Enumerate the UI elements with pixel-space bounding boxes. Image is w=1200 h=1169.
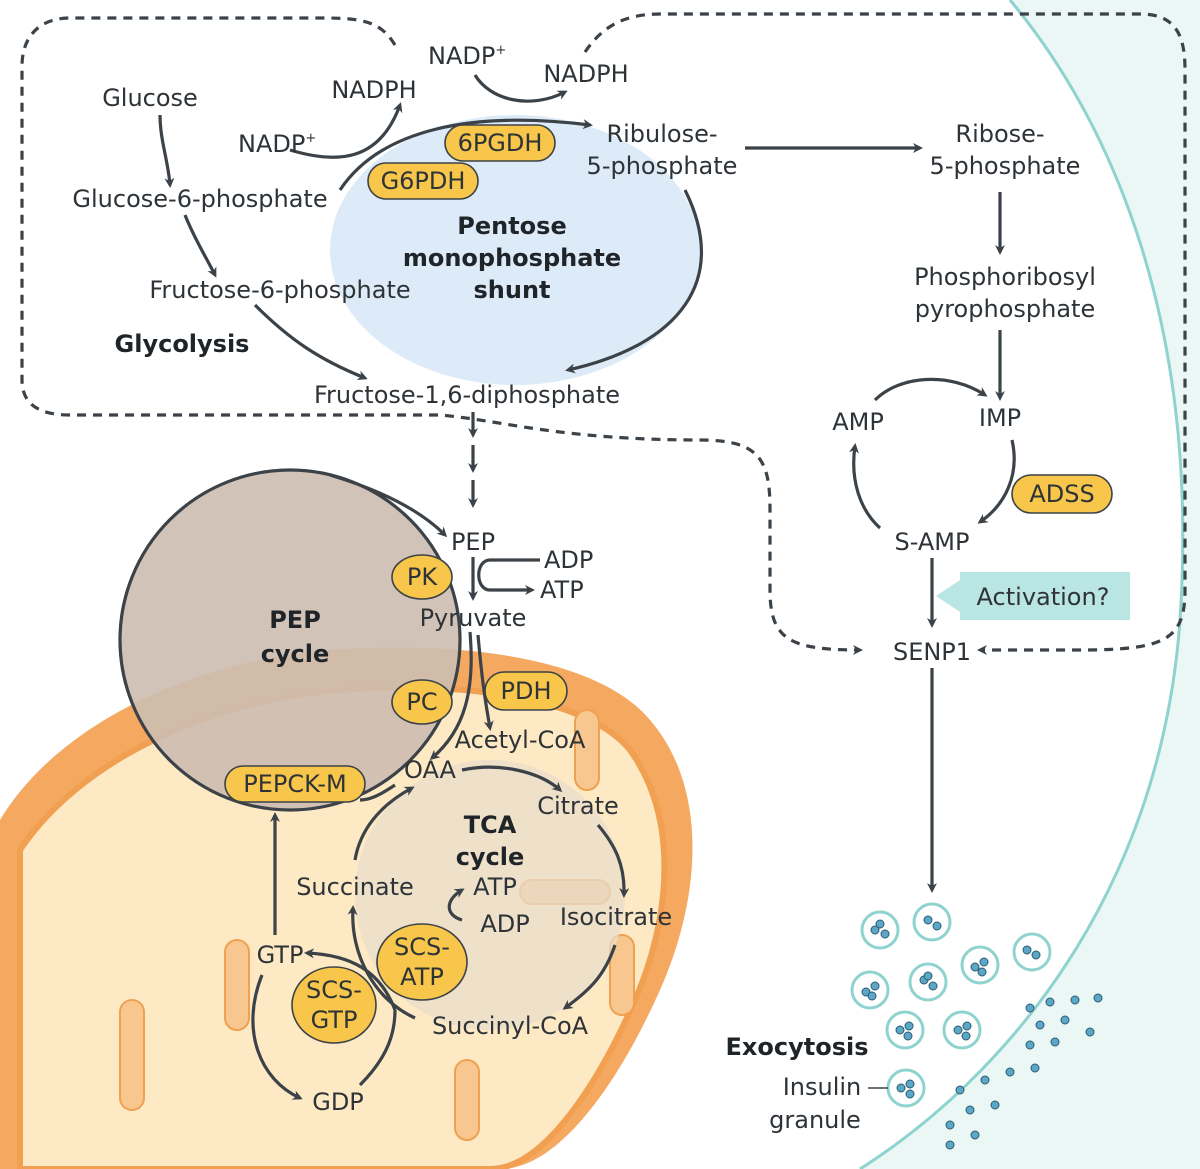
label-oaa: OAA [404, 756, 457, 784]
label-s-amp: S-AMP [895, 528, 970, 556]
arrow-oaa-citrate [461, 765, 563, 793]
arrow-gdp-scs [358, 1009, 397, 1087]
label-ribulose-line1: Ribulose- [606, 120, 717, 148]
arrow-adp-atp [477, 558, 540, 595]
arrow-g6p-f6p [183, 214, 217, 278]
arrow-samp-amp [849, 443, 882, 530]
label-nadp-top: NADP+ [428, 42, 506, 70]
label-insulin-line2: granule [769, 1106, 861, 1134]
label-insulin-line1: Insulin [783, 1073, 862, 1101]
label-gtp: GTP [257, 941, 304, 969]
label-prpp-line2: pyrophosphate [915, 295, 1095, 323]
enzyme-scs-atp-line2: ATP [400, 963, 444, 991]
arrow-adp-atp-tca [447, 888, 465, 922]
label-gdp: GDP [312, 1088, 364, 1116]
arrow-ribulose-f16dp [565, 189, 703, 374]
glycolysis-boundary [20, 16, 863, 655]
label-exocytosis: Exocytosis [726, 1033, 869, 1061]
label-isocitrate: Isocitrate [560, 903, 672, 931]
label-succinyl-coa: Succinyl-CoA [432, 1012, 589, 1040]
enzyme-pills [224, 124, 1113, 1044]
label-adp-pk: ADP [544, 546, 593, 574]
arrow-glucose-g6p [158, 114, 175, 188]
label-fructose-1-6-diphosphate: Fructose-1,6-diphosphate [314, 381, 620, 409]
label-pep-cycle-line1: PEP [269, 606, 321, 634]
label-glucose-6-phosphate: Glucose-6-phosphate [72, 185, 327, 213]
label-amp: AMP [832, 408, 884, 436]
label-pentose-line2: monophosphate [403, 244, 621, 272]
label-imp: IMP [979, 404, 1021, 432]
label-fructose-6-phosphate: Fructose-6-phosphate [149, 276, 410, 304]
label-nadph-right: NADPH [543, 60, 628, 88]
arrow-pyruvate-oaa [429, 631, 473, 760]
enzyme-pdh: PDH [501, 677, 552, 705]
label-prpp-line1: Phosphoribosyl [914, 263, 1096, 291]
label-glucose: Glucose [102, 84, 198, 112]
label-tca-line1: TCA [464, 811, 517, 839]
label-pentose-line1: Pentose [457, 212, 566, 240]
right-boundary [583, 12, 1187, 655]
enzyme-adss: ADSS [1029, 480, 1094, 508]
arrow-f6p-f16dp [253, 303, 368, 381]
label-pep-cycle-line2: cycle [261, 640, 330, 668]
label-glycolysis: Glycolysis [115, 330, 250, 358]
enzyme-scs-atp-line1: SCS- [394, 933, 450, 961]
arrow-amp-imp [873, 377, 988, 402]
arrow-imp-samp [977, 439, 1016, 524]
label-senp1: SENP1 [893, 638, 971, 666]
arrow-nadp-nadph-top [473, 74, 568, 103]
arrow-isocitrate-succinylcoa [562, 944, 617, 1010]
cristae [119, 709, 635, 1141]
enzyme-pepck-m: PEPCK-M [243, 770, 346, 798]
label-nadp-left: NADP+ [238, 130, 316, 158]
granule-circle-icon [850, 902, 1052, 1108]
label-activation: Activation? [977, 583, 1110, 611]
arrow-scs-gtp [304, 948, 397, 1011]
label-atp-tca: ATP [473, 873, 517, 901]
arrow-nadp-nadph-left [289, 102, 403, 159]
label-acetyl-coa: Acetyl-CoA [455, 726, 586, 754]
arrow-succinate-oaa [353, 786, 415, 861]
enzyme-pc: PC [406, 688, 437, 716]
label-succinate: Succinate [296, 873, 414, 901]
enzyme-scs-gtp-line2: GTP [311, 1006, 358, 1034]
arrow-pepcycle-pep [329, 473, 448, 538]
enzyme-scs-gtp-line1: SCS- [306, 976, 362, 1004]
pep-cycle-circle [118, 468, 462, 812]
arrow-citrate-isocitrate [596, 823, 630, 898]
label-citrate: Citrate [537, 792, 619, 820]
label-atp-pk: ATP [540, 576, 584, 604]
label-ribose-line2: 5-phosphate [930, 152, 1081, 180]
insulin-dot-icon [861, 915, 1103, 1150]
arrow-pyruvate-acetylcoa [476, 634, 494, 731]
label-adp-tca: ADP [480, 910, 529, 938]
enzyme-6pgdh: 6PGDH [458, 129, 543, 157]
label-pentose-line3: shunt [473, 276, 550, 304]
label-nadph-left: NADPH [331, 76, 416, 104]
arrow-oaa-pep-cycle [359, 783, 396, 802]
label-ribose-line1: Ribose- [955, 120, 1044, 148]
activation-box [936, 572, 1130, 620]
label-pep: PEP [451, 528, 495, 556]
label-ribulose-line2: 5-phosphate [587, 152, 738, 180]
enzyme-g6pdh: G6PDH [381, 167, 466, 195]
label-tca-line2: cycle [456, 843, 525, 871]
arrow-gtp-gdp [251, 974, 303, 1100]
arrow-succinylcoa-succinate [347, 905, 416, 1020]
label-pyruvate: Pyruvate [420, 604, 527, 632]
arrow-g6p-ribulose [338, 118, 593, 191]
enzyme-pk: PK [407, 563, 438, 591]
